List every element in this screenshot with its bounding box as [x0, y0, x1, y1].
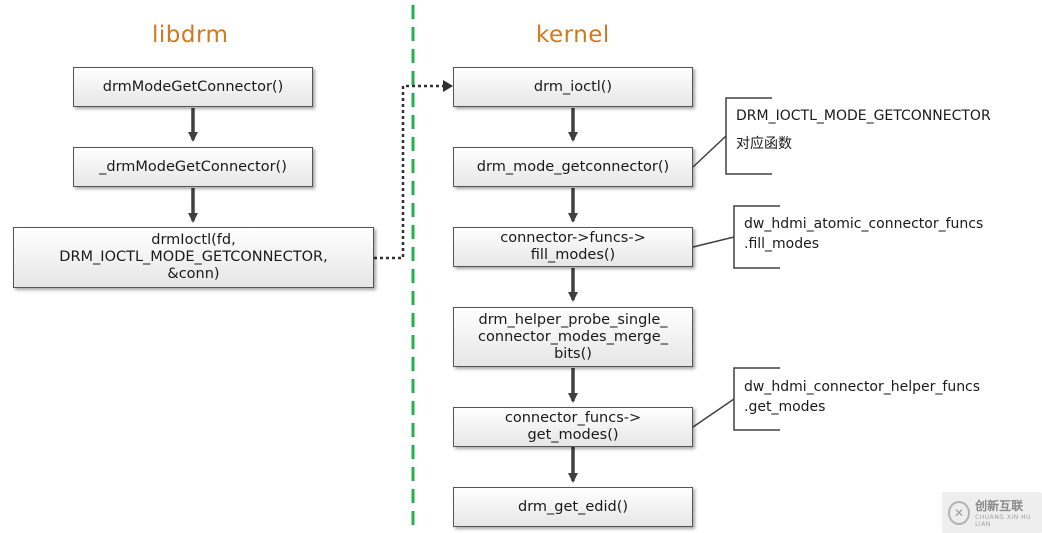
box-line: connector_funcs->: [504, 410, 642, 426]
note-bracket-2: [733, 205, 780, 269]
box-drm_helper_probe: drm_helper_probe_single_ connector_modes…: [453, 307, 693, 367]
box-line: drmIoctl(fd,: [151, 232, 236, 248]
ioctl-dotted-connector: [374, 84, 443, 260]
box-line: connector_modes_merge_: [478, 328, 668, 345]
box-line: &conn): [167, 266, 220, 282]
note-line: dw_hdmi_atomic_connector_funcs: [744, 216, 984, 232]
note-line: .fill_modes: [744, 236, 820, 252]
box-line: drmModeGetConnector(): [102, 78, 284, 95]
box-line: _drmModeGetConnector(): [99, 158, 287, 175]
box-drm_get_edid: drm_get_edid(): [453, 487, 693, 527]
box-line: connector->funcs->: [500, 230, 646, 246]
callout-line-1: [692, 135, 727, 168]
libdrm-title: libdrm: [152, 22, 229, 48]
note-getconnector: DRM_IOCTL_MODE_GETCONNECTOR 对应函数: [736, 106, 991, 154]
box-line: bits(): [554, 345, 592, 362]
kernel-title: kernel: [536, 22, 610, 48]
note-line: dw_hdmi_connector_helper_funcs: [744, 379, 981, 395]
box-line: drm_get_edid(): [517, 498, 629, 515]
watermark-en: CHUANG XIN HU LIAN: [975, 514, 1031, 528]
watermark-text: 创新互联 CHUANG XIN HU LIAN: [975, 497, 1042, 528]
box-drmIoctl: drmIoctl(fd, DRM_IOCTL_MODE_GETCONNECTOR…: [13, 227, 374, 288]
logo-icon: ✕: [948, 500, 971, 525]
ioctl-dotted-arrowhead: [443, 80, 453, 92]
note-fill_modes: dw_hdmi_atomic_connector_funcs .fill_mod…: [744, 214, 983, 254]
callout-line-2: [692, 236, 735, 248]
note-get_modes: dw_hdmi_connector_helper_funcs .get_mode…: [744, 377, 980, 417]
box-line: get_modes(): [527, 427, 619, 443]
box-get_modes: connector_funcs-> get_modes(): [453, 407, 693, 447]
watermark: ✕ 创新互联 CHUANG XIN HU LIAN: [942, 492, 1042, 533]
box-line: drm_helper_probe_single_: [478, 311, 668, 328]
box-line: DRM_IOCTL_MODE_GETCONNECTOR,: [59, 249, 328, 265]
box-fill_modes: connector->funcs-> fill_modes(): [453, 227, 693, 267]
box-_drmModeGetConnector: _drmModeGetConnector(): [73, 147, 313, 187]
box-drmModeGetConnector: drmModeGetConnector(): [73, 67, 313, 107]
box-drm_mode_getconnector: drm_mode_getconnector(): [453, 147, 693, 187]
box-line: drm_mode_getconnector(): [476, 158, 670, 175]
box-line: drm_ioctl(): [533, 78, 613, 95]
callout-line-3: [692, 398, 735, 428]
box-line: fill_modes(): [530, 247, 616, 263]
watermark-cn: 创新互联: [975, 499, 1024, 513]
note-line: DRM_IOCTL_MODE_GETCONNECTOR: [736, 108, 991, 124]
note-line: .get_modes: [744, 399, 826, 415]
box-drm_ioctl: drm_ioctl(): [453, 67, 693, 107]
note-bracket-1: [725, 97, 772, 175]
note-bracket-3: [733, 367, 780, 431]
note-line: 对应函数: [736, 136, 792, 152]
